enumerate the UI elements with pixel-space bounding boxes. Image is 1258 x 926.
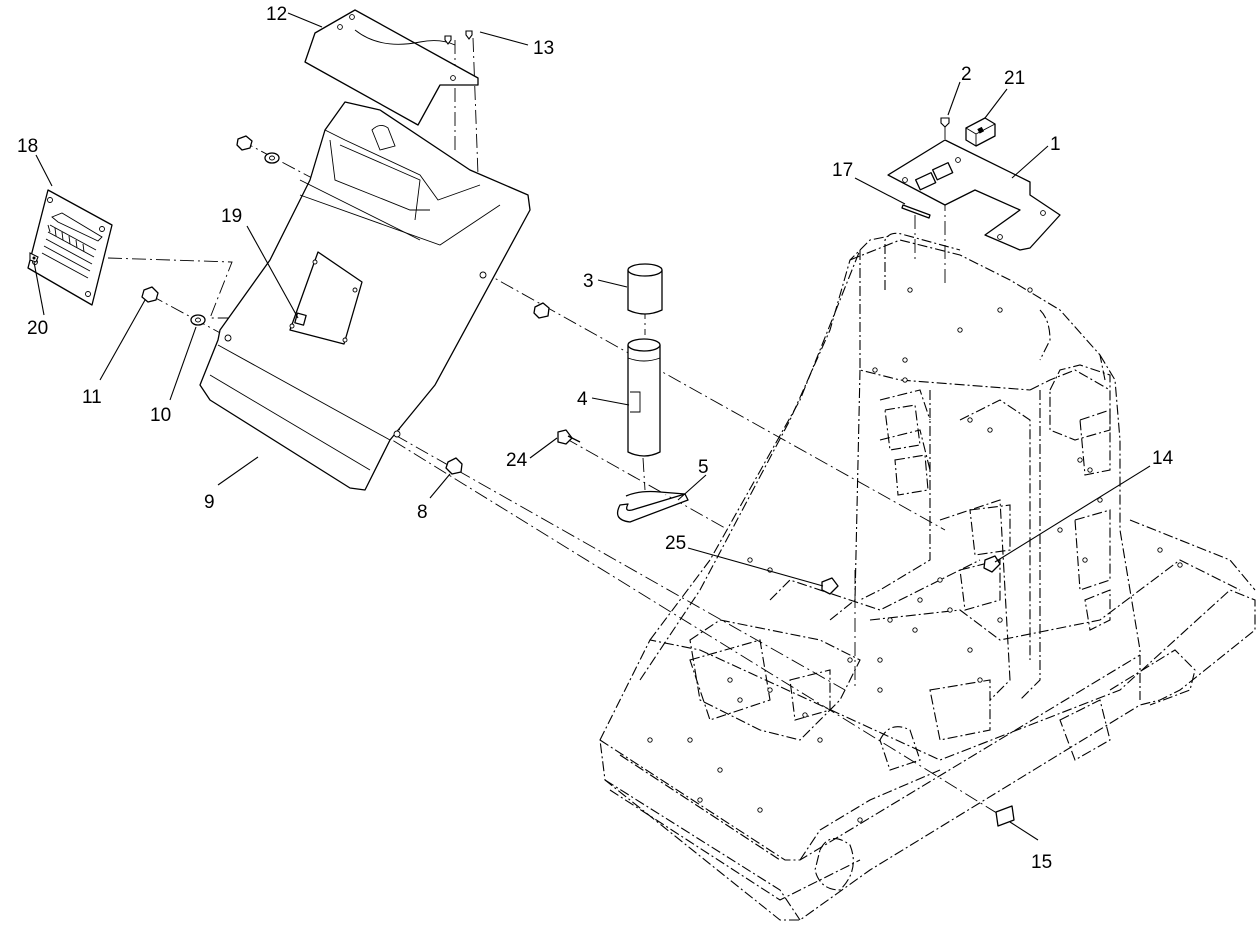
callout-14: 14	[1152, 448, 1174, 469]
callout-1: 1	[1050, 134, 1061, 155]
callout-4: 4	[577, 389, 588, 410]
frame-holes	[647, 287, 1183, 823]
part-1-bracket-plate	[887, 139, 1061, 251]
leader-lines	[33, 12, 1151, 841]
callout-12: 12	[266, 4, 287, 25]
part-3-cap	[627, 263, 663, 315]
hardware-fasteners	[141, 135, 550, 475]
part-25-bolt	[821, 577, 839, 595]
upper-washer	[264, 152, 280, 164]
callout-11: 11	[82, 387, 102, 408]
callout-2: 2	[961, 64, 972, 85]
callout-18: 18	[17, 136, 38, 157]
callout-13: 13	[533, 38, 554, 59]
callout-5: 5	[698, 457, 709, 478]
part-14-bolt	[983, 555, 1001, 573]
callout-labels: 1 2 3 4 5 8 9 10 11 12 13 14 15 17 18 19…	[17, 4, 1174, 873]
callout-25: 25	[665, 533, 686, 554]
callout-9: 9	[204, 492, 215, 513]
callout-8: 8	[417, 502, 428, 523]
callout-3: 3	[583, 271, 594, 292]
callout-24: 24	[506, 450, 528, 471]
callout-10: 10	[150, 405, 171, 426]
part-2-screw	[940, 117, 950, 128]
right-nut	[533, 302, 550, 319]
part-10-washer	[190, 314, 206, 326]
part-11-nut	[141, 286, 159, 303]
part-18-grille-plate	[27, 189, 113, 306]
part-9-console-housing	[199, 101, 531, 491]
part-21-connector	[965, 117, 996, 147]
callout-20: 20	[27, 318, 48, 339]
part-24-bolt	[557, 429, 581, 445]
callout-21: 21	[1004, 68, 1025, 89]
part-4-tube	[627, 338, 661, 457]
machine-frame	[599, 232, 1256, 921]
part-15-decal	[995, 805, 1015, 827]
callout-19: 19	[221, 206, 242, 227]
part-5-clamp	[616, 490, 689, 523]
upper-nut	[236, 135, 253, 151]
part-12-top-cover-plate	[304, 9, 479, 126]
part-17-strip	[901, 204, 931, 219]
part-19-switch	[294, 312, 307, 326]
part-20-screw	[29, 252, 39, 263]
callout-17: 17	[832, 160, 853, 181]
part-13-screws	[444, 30, 473, 45]
part-8-nut	[445, 457, 463, 475]
callout-15: 15	[1031, 852, 1052, 873]
assembly-centerlines	[107, 37, 1001, 816]
